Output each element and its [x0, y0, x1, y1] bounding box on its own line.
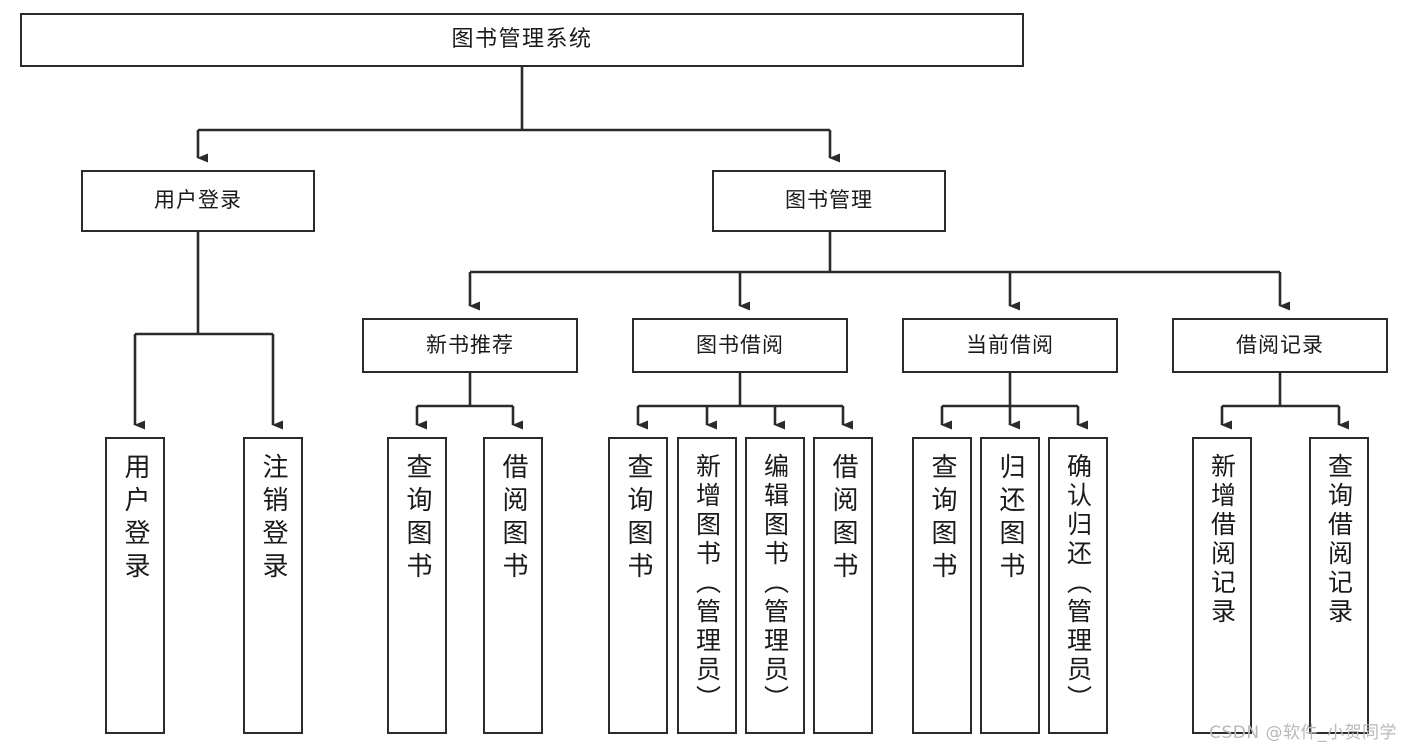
leaf-return-book[interactable]: 归还图书 — [980, 437, 1040, 734]
node-label: 查询图书 — [623, 453, 653, 585]
node-book-management[interactable]: 图书管理 — [712, 170, 946, 232]
node-user-login[interactable]: 用户登录 — [81, 170, 315, 232]
node-label: 借阅记录 — [1236, 332, 1324, 357]
leaf-query-borrow-record[interactable]: 查询借阅记录 — [1309, 437, 1369, 734]
node-label: 新增借阅记录 — [1207, 453, 1237, 627]
node-label: 用户登录 — [154, 188, 242, 213]
node-label: 借阅图书 — [498, 453, 528, 585]
node-label: 用户登录 — [120, 453, 150, 585]
leaf-add-borrow-record[interactable]: 新增借阅记录 — [1192, 437, 1252, 734]
leaf-user-login[interactable]: 用户登录 — [105, 437, 165, 734]
watermark: CSDN @软件_小贺同学 — [1209, 723, 1397, 743]
node-label: 查询图书 — [402, 453, 432, 585]
leaf-borrow-book-newbook[interactable]: 借阅图书 — [483, 437, 543, 734]
leaf-query-book-borrow[interactable]: 查询图书 — [608, 437, 668, 734]
leaf-borrow-book[interactable]: 借阅图书 — [813, 437, 873, 734]
node-label: 新书推荐 — [426, 332, 514, 357]
leaf-query-book-current[interactable]: 查询图书 — [912, 437, 972, 734]
node-current-borrow[interactable]: 当前借阅 — [902, 318, 1118, 373]
node-label: 新增图书（管理员） — [692, 453, 722, 714]
node-label: 注销登录 — [258, 453, 288, 585]
node-label: 图书管理 — [785, 188, 873, 213]
leaf-edit-book-admin[interactable]: 编辑图书（管理员） — [745, 437, 805, 734]
leaf-add-book-admin[interactable]: 新增图书（管理员） — [677, 437, 737, 734]
node-label: 图书借阅 — [696, 332, 784, 357]
node-borrow-record[interactable]: 借阅记录 — [1172, 318, 1388, 373]
node-label: 查询借阅记录 — [1324, 453, 1354, 627]
node-book-borrow[interactable]: 图书借阅 — [632, 318, 848, 373]
leaf-confirm-return-admin[interactable]: 确认归还（管理员） — [1048, 437, 1108, 734]
node-label: 借阅图书 — [828, 453, 858, 585]
node-label: 编辑图书（管理员） — [760, 453, 790, 714]
node-label: 查询图书 — [927, 453, 957, 585]
node-new-book-recommendation[interactable]: 新书推荐 — [362, 318, 578, 373]
node-label: 当前借阅 — [966, 332, 1054, 357]
leaf-query-book-newbook[interactable]: 查询图书 — [387, 437, 447, 734]
node-root-book-management-system[interactable]: 图书管理系统 — [20, 13, 1024, 67]
node-label: 归还图书 — [995, 453, 1025, 585]
node-label: 图书管理系统 — [451, 26, 593, 52]
node-label: 确认归还（管理员） — [1063, 453, 1093, 714]
leaf-logout[interactable]: 注销登录 — [243, 437, 303, 734]
